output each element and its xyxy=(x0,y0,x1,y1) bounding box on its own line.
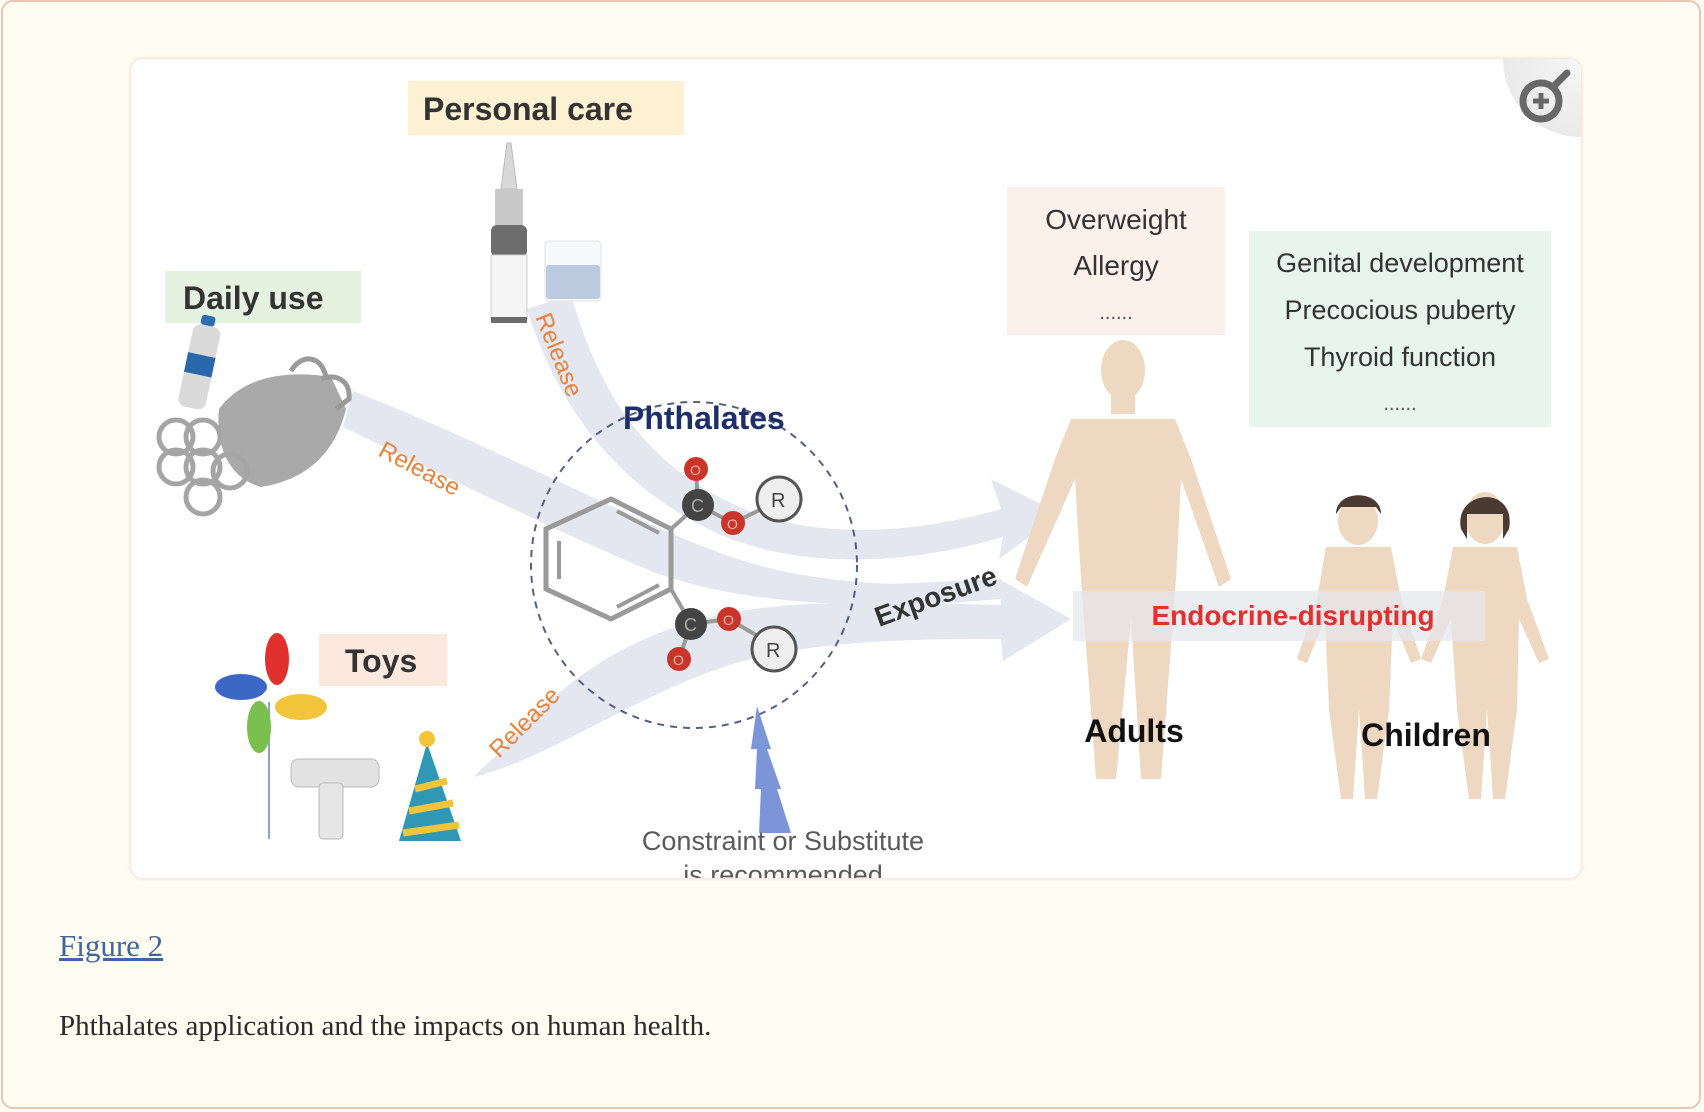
endocrine-disrupting-label: Endocrine-disrupting xyxy=(1151,600,1434,631)
toys-label-bg xyxy=(319,634,447,686)
flow-band-personal-care xyxy=(527,295,1061,560)
child-effects-box xyxy=(1249,231,1551,427)
personal-care-label-bg xyxy=(408,81,684,135)
adult-effect-item: Overweight xyxy=(1045,204,1187,235)
child-effect-item: ...... xyxy=(1383,393,1416,415)
zoom-in-icon xyxy=(1519,69,1571,123)
carbon-atom xyxy=(682,489,714,521)
toys-label: Toys xyxy=(345,643,417,679)
water-bottle-icon xyxy=(178,314,221,410)
r-group-label: R xyxy=(766,640,780,662)
oxygen-atom xyxy=(684,457,708,481)
carbon-atom-label: C xyxy=(691,496,704,516)
oxygen-atom xyxy=(717,607,741,631)
recommendation-line-1: Constraint or Substitute xyxy=(642,826,924,856)
adult-effect-item: Allergy xyxy=(1073,250,1159,281)
endocrine-banner xyxy=(1073,591,1485,641)
children-label: Children xyxy=(1361,717,1491,753)
flow-band-toys xyxy=(473,579,1071,777)
child-effect-item: Precocious puberty xyxy=(1284,295,1516,325)
adult-effects-box xyxy=(1007,187,1225,335)
constraint-bolt-icon xyxy=(751,706,791,833)
boy-figure xyxy=(1297,495,1421,799)
phthalates-boundary xyxy=(530,401,858,729)
pinwheel-icon xyxy=(215,633,327,839)
phthalates-diagram: Personal care Daily use Toys xyxy=(156,81,1551,878)
daily-use-label: Daily use xyxy=(183,280,324,316)
oxygen-atom-label: O xyxy=(723,612,734,628)
phthalate-molecule: O C O R C O O R xyxy=(543,457,803,673)
zoom-button[interactable] xyxy=(1503,59,1581,137)
figure-image[interactable]: Personal care Daily use Toys xyxy=(131,59,1581,878)
child-effect-item: Thyroid function xyxy=(1304,342,1496,372)
figure-2-link[interactable]: Figure 2 xyxy=(59,928,164,963)
adults-label: Adults xyxy=(1084,713,1184,749)
r-group xyxy=(755,475,803,523)
six-pack-rings-icon xyxy=(156,417,250,517)
r-group-label: R xyxy=(771,490,785,512)
oxygen-atom xyxy=(721,511,745,535)
party-hat-icon xyxy=(399,731,461,841)
spray-bottle-icon xyxy=(490,142,528,323)
carbon-atom xyxy=(675,608,707,640)
r-group xyxy=(750,625,798,673)
face-mask-icon xyxy=(218,356,352,487)
carbon-atom-label: C xyxy=(684,615,697,635)
personal-care-label: Personal care xyxy=(423,91,633,127)
child-effect-item: Genital development xyxy=(1276,248,1524,278)
oxygen-atom-label: O xyxy=(727,516,738,532)
figure-caption: Phthalates application and the impacts o… xyxy=(59,1010,712,1042)
recommendation-line-2: is recommended xyxy=(683,860,883,878)
flow-bands xyxy=(343,295,1071,777)
daily-use-label-bg xyxy=(165,271,361,323)
oxygen-atom-label: O xyxy=(673,652,684,668)
phthalates-title: Phthalates xyxy=(623,400,785,436)
adult-effect-item: ...... xyxy=(1099,302,1132,324)
oxygen-atom-label: O xyxy=(690,462,701,478)
oxygen-atom xyxy=(667,647,691,671)
water-glass-icon xyxy=(544,240,602,302)
toy-gun-icon xyxy=(290,758,380,840)
